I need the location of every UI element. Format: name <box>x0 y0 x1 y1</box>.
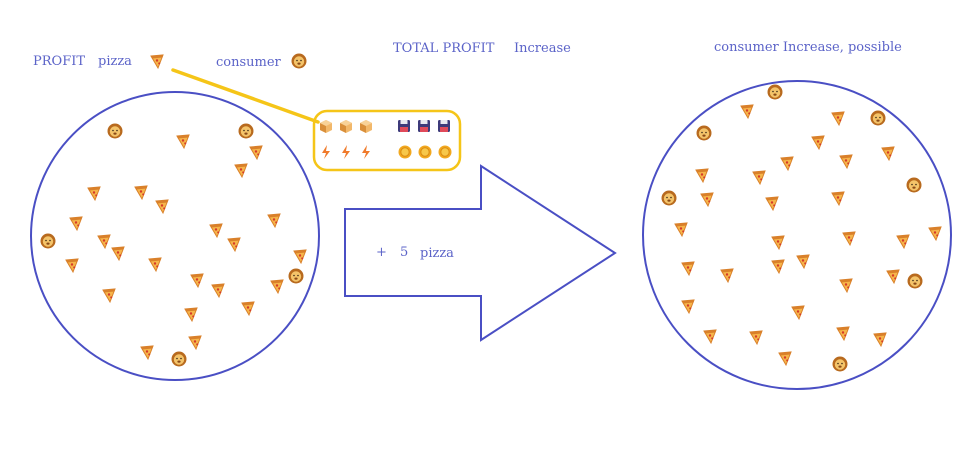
pizza-icon <box>831 191 845 206</box>
pizza-icon <box>209 223 223 238</box>
box-icon <box>360 120 372 133</box>
pizza-icon <box>267 213 281 228</box>
resource-box <box>312 109 462 172</box>
lightning-icon <box>362 145 370 159</box>
pizza-icon <box>184 307 198 322</box>
coin-icon <box>438 145 452 159</box>
box-icon <box>320 120 332 133</box>
pizza-icon <box>842 231 856 246</box>
pizza-icon <box>896 234 910 249</box>
pizza-icon <box>811 135 825 150</box>
pizza-icon <box>791 305 805 320</box>
coin-icon <box>418 145 432 159</box>
pizza-icon <box>780 156 794 171</box>
pizza-icon <box>839 278 853 293</box>
total-profit-label: TOTAL PROFIT <box>393 41 495 56</box>
pizza-icon <box>102 288 116 303</box>
pizza-icon <box>681 261 695 276</box>
lion-icon <box>767 84 783 100</box>
pizza-icon <box>134 185 148 200</box>
pizza-icon <box>211 283 225 298</box>
lion-icon <box>696 125 712 141</box>
pizza-icon <box>928 226 942 241</box>
increase-label: Increase <box>514 41 571 56</box>
pizza-icon <box>190 273 204 288</box>
arrow-item: pizza <box>420 246 454 261</box>
floppy-disk-icon <box>398 120 410 132</box>
lightning-icon <box>342 145 350 159</box>
lion-icon <box>661 190 677 206</box>
pizza-icon <box>881 146 895 161</box>
pizza-icon <box>111 246 125 261</box>
lion-icon <box>107 123 123 139</box>
pizza-icon <box>836 326 850 341</box>
left-population-circle <box>30 91 320 381</box>
pizza-icon <box>873 332 887 347</box>
pizza-icon <box>188 335 202 350</box>
profit-label: PROFIT <box>33 54 86 69</box>
pizza-icon <box>97 234 111 249</box>
pizza-icon <box>796 254 810 269</box>
pizza-icon <box>155 199 169 214</box>
pizza-icon <box>740 104 754 119</box>
floppy-disk-icon <box>438 120 450 132</box>
pizza-icon <box>293 249 307 264</box>
pizza-icon <box>778 351 792 366</box>
pizza-icon <box>831 111 845 126</box>
pizza-label: pizza <box>98 54 132 69</box>
arrow-count: 5 <box>400 245 409 260</box>
pizza-icon <box>771 235 785 250</box>
lion-icon <box>907 273 923 289</box>
pizza-icon <box>270 279 284 294</box>
lightning-icon <box>322 145 330 159</box>
pizza-icon <box>765 196 779 211</box>
pizza-icon <box>65 258 79 273</box>
right-title-label: consumer Increase, possible <box>714 40 902 55</box>
pizza-icon <box>234 163 248 178</box>
pizza-icon <box>249 145 263 160</box>
lion-icon <box>906 177 922 193</box>
lion-icon <box>291 53 307 69</box>
coin-icon <box>398 145 412 159</box>
pizza-icon <box>720 268 734 283</box>
lion-icon <box>238 123 254 139</box>
pizza-icon <box>886 269 900 284</box>
arrow-plus: + <box>376 245 387 260</box>
consumer-label: consumer <box>216 55 281 70</box>
pizza-icon <box>674 222 688 237</box>
pizza-icon <box>839 154 853 169</box>
pizza-icon <box>176 134 190 149</box>
pizza-icon <box>681 299 695 314</box>
pizza-icon <box>69 216 83 231</box>
lion-icon <box>870 110 886 126</box>
floppy-disk-icon <box>418 120 430 132</box>
transition-arrow <box>344 164 617 342</box>
box-icon <box>340 120 352 133</box>
pizza-icon <box>749 330 763 345</box>
pizza-icon <box>695 168 709 183</box>
pizza-icon <box>227 237 241 252</box>
pizza-icon <box>140 345 154 360</box>
lion-icon <box>288 268 304 284</box>
pizza-icon <box>700 192 714 207</box>
pizza-icon <box>87 186 101 201</box>
connector-line <box>171 68 320 124</box>
pizza-icon <box>148 257 162 272</box>
lion-icon <box>40 233 56 249</box>
pizza-icon <box>771 259 785 274</box>
pizza-icon <box>703 329 717 344</box>
pizza-icon <box>241 301 255 316</box>
right-population-circle <box>642 80 952 390</box>
pizza-icon <box>150 54 164 69</box>
lion-icon <box>171 351 187 367</box>
lion-icon <box>832 356 848 372</box>
pizza-icon <box>752 170 766 185</box>
